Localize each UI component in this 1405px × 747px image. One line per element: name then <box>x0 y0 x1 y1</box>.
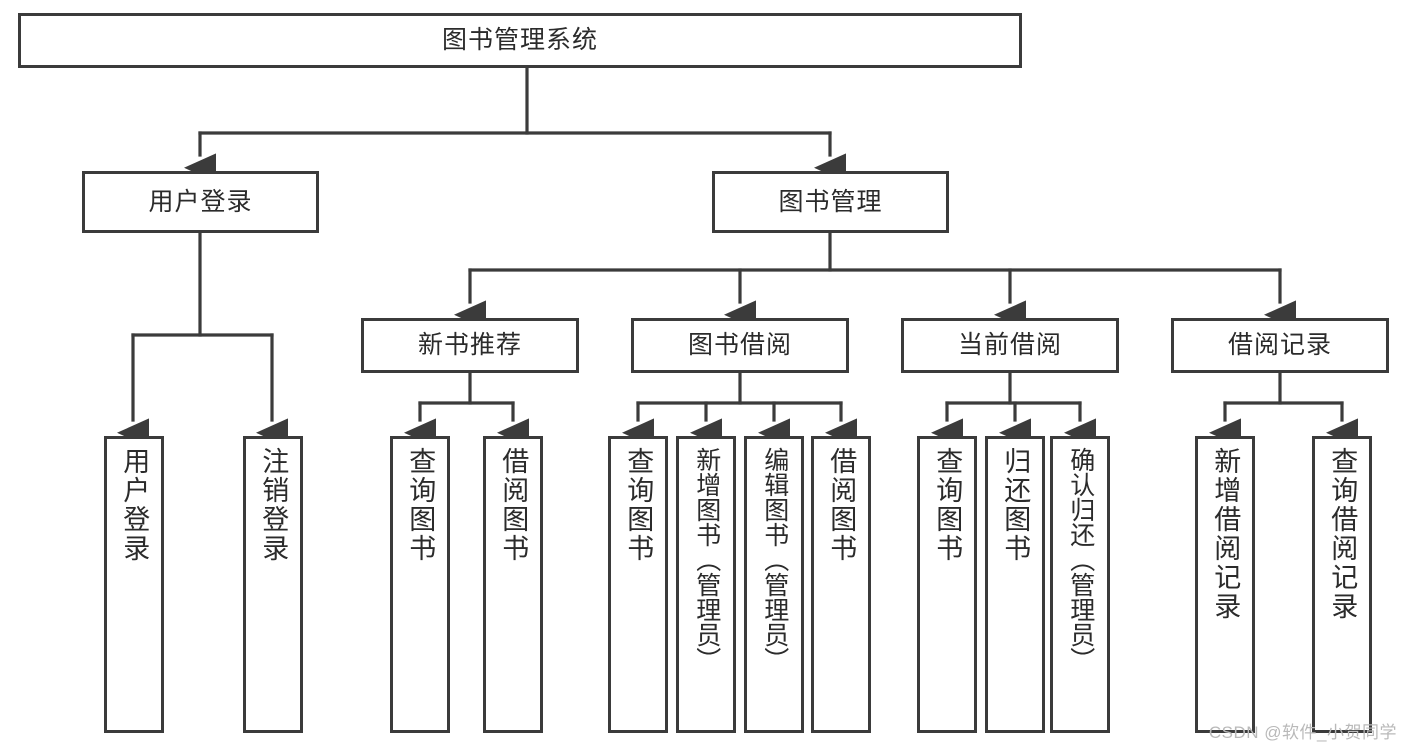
node-leaf-borrow-book-2-label: 借阅图书 <box>826 447 857 563</box>
node-leaf-query-book-1-label: 查询图书 <box>405 447 436 563</box>
node-user-login[interactable]: 用户登录 <box>82 171 319 233</box>
node-leaf-confirm-return[interactable]: 确认归还（管理员） <box>1050 436 1110 733</box>
node-leaf-query-book-1[interactable]: 查询图书 <box>390 436 450 733</box>
node-leaf-user-login-label: 用户登录 <box>119 447 150 563</box>
node-leaf-return-book-label: 归还图书 <box>1000 447 1031 563</box>
node-leaf-query-book-3-label: 查询图书 <box>932 447 963 563</box>
node-book-borrow[interactable]: 图书借阅 <box>631 318 849 373</box>
node-leaf-user-login[interactable]: 用户登录 <box>104 436 164 733</box>
node-leaf-edit-book[interactable]: 编辑图书（管理员） <box>744 436 804 733</box>
node-new-book-recommend-label: 新书推荐 <box>417 331 522 359</box>
node-leaf-query-book-2[interactable]: 查询图书 <box>608 436 668 733</box>
node-leaf-query-record[interactable]: 查询借阅记录 <box>1312 436 1372 733</box>
node-leaf-user-logout-label: 注销登录 <box>258 447 289 563</box>
node-borrow-record-label: 借阅记录 <box>1227 331 1332 359</box>
node-leaf-confirm-return-label: 确认归还（管理员） <box>1066 447 1095 672</box>
node-current-borrow-label: 当前借阅 <box>957 331 1062 359</box>
watermark: CSDN @软件_小贺同学 <box>1208 723 1397 742</box>
node-leaf-borrow-book-1[interactable]: 借阅图书 <box>483 436 543 733</box>
node-borrow-record[interactable]: 借阅记录 <box>1171 318 1389 373</box>
node-book-manage[interactable]: 图书管理 <box>712 171 949 233</box>
node-leaf-user-logout[interactable]: 注销登录 <box>243 436 303 733</box>
node-user-login-label: 用户登录 <box>148 187 253 216</box>
node-book-manage-label: 图书管理 <box>778 187 883 216</box>
node-leaf-edit-book-label: 编辑图书（管理员） <box>760 447 789 672</box>
node-leaf-query-book-2-label: 查询图书 <box>623 447 654 563</box>
node-leaf-borrow-book-2[interactable]: 借阅图书 <box>811 436 871 733</box>
node-current-borrow[interactable]: 当前借阅 <box>901 318 1119 373</box>
node-leaf-query-record-label: 查询借阅记录 <box>1327 447 1358 621</box>
node-root[interactable]: 图书管理系统 <box>18 13 1022 68</box>
node-leaf-borrow-book-1-label: 借阅图书 <box>498 447 529 563</box>
node-root-label: 图书管理系统 <box>441 26 598 54</box>
node-leaf-return-book[interactable]: 归还图书 <box>985 436 1045 733</box>
node-leaf-add-book-label: 新增图书（管理员） <box>692 447 721 672</box>
node-leaf-add-record-label: 新增借阅记录 <box>1210 447 1241 621</box>
node-leaf-query-book-3[interactable]: 查询图书 <box>917 436 977 733</box>
node-leaf-add-record[interactable]: 新增借阅记录 <box>1195 436 1255 733</box>
node-book-borrow-label: 图书借阅 <box>687 331 792 359</box>
node-new-book-recommend[interactable]: 新书推荐 <box>361 318 579 373</box>
node-leaf-add-book[interactable]: 新增图书（管理员） <box>676 436 736 733</box>
